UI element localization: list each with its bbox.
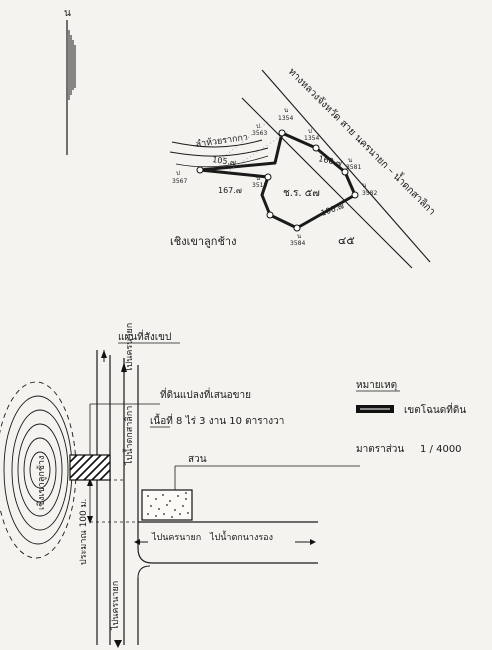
legend: หมายเหตุ เขตโฉนดที่ดิน มาตราส่วน 1 / 400… bbox=[356, 380, 466, 455]
north-arrow: น bbox=[64, 8, 76, 155]
north-label: น bbox=[64, 8, 71, 19]
hill-label-sketch: เชิงเขาลูกช้าง bbox=[36, 456, 47, 510]
garden-dots bbox=[147, 492, 189, 518]
parcel-hatch bbox=[69, 454, 111, 481]
side-road-lower bbox=[137, 547, 318, 564]
legend-title: หมายเหตุ bbox=[356, 380, 397, 391]
side-length-2: 100.๗ bbox=[320, 201, 345, 218]
svg-text:น: น bbox=[348, 157, 352, 164]
legend-scale-label: มาตราส่วน bbox=[356, 444, 404, 455]
svg-text:ป: ป bbox=[308, 128, 312, 135]
svg-text:น: น bbox=[284, 107, 288, 114]
hill-label-top: เชิงเขาลูกช้าง bbox=[170, 235, 236, 248]
nearby-parcel-number: ๔๕ bbox=[338, 234, 355, 247]
highway-edge-upper bbox=[261, 69, 431, 263]
svg-text:3584: 3584 bbox=[290, 240, 305, 247]
svg-text:3567: 3567 bbox=[172, 178, 187, 185]
canal-line-1 bbox=[171, 139, 263, 148]
highway-edge-lower bbox=[241, 97, 413, 269]
road-label-nakhon-top: ไปนครนายก bbox=[124, 323, 135, 373]
svg-text:3582: 3582 bbox=[362, 190, 377, 197]
svg-text:1354: 1354 bbox=[304, 135, 319, 142]
parcel-text: ที่ดินแปลงที่เสนอขาย bbox=[160, 387, 251, 401]
side-length-3: 167.๗ bbox=[218, 186, 242, 195]
area-text: เนื้อที่ 8 ไร่ 3 งาน 10 ตารางวา bbox=[150, 413, 284, 427]
svg-text:3581: 3581 bbox=[346, 164, 361, 171]
legend-boundary-text: เขตโฉนดที่ดิน bbox=[404, 402, 466, 416]
sketch-title: แผนที่สังเขป bbox=[118, 329, 171, 343]
garden-label: สวน bbox=[188, 454, 207, 465]
sketch-map: แผนที่สังเขป ประมาณ 100 ม. bbox=[0, 323, 360, 648]
point-labels: น 1354 ป 1354 น 3581 น 3582 น 3584 ป 356… bbox=[172, 107, 377, 247]
distance-label: ประมาณ 100 ม. bbox=[79, 499, 89, 565]
side-lengths: 160.๗ 100.๗ 167.๗ 105.๗ bbox=[212, 154, 345, 218]
hatching bbox=[219, 119, 291, 171]
boundary-markers bbox=[196, 129, 359, 232]
svg-text:น: น bbox=[362, 182, 366, 189]
svg-text:ป: ป bbox=[256, 123, 260, 130]
svg-text:1354: 1354 bbox=[278, 115, 293, 122]
legend-scale-value: 1 / 4000 bbox=[420, 444, 462, 455]
canal-line-2 bbox=[169, 147, 269, 157]
road-label-waterfall: ไปน้ำตกสาลิกา bbox=[122, 406, 135, 466]
parcel-owner-label: ช.ร. ๕๗ bbox=[283, 188, 320, 199]
side-length-4: 105.๗ bbox=[212, 155, 237, 167]
svg-text:3515: 3515 bbox=[252, 182, 267, 189]
parcel-plan: ทางหลวงจังหวัด สาย นครนายก – น้ำตกสาลิกา… bbox=[169, 64, 439, 269]
svg-text:ป: ป bbox=[176, 170, 180, 177]
svg-text:น: น bbox=[256, 175, 260, 182]
svg-text:3563: 3563 bbox=[252, 130, 267, 137]
side-length-1: 160.๗ bbox=[318, 154, 343, 168]
road-label-nangrong: ไปน้ำตกนางรอง bbox=[209, 530, 273, 543]
road-label-nakhon-lower: ไปนครนายก bbox=[151, 532, 201, 543]
svg-text:น: น bbox=[297, 233, 301, 240]
canal-line-3 bbox=[175, 155, 269, 168]
road-label-nakhon-left: ไปนครนายก bbox=[110, 581, 121, 631]
